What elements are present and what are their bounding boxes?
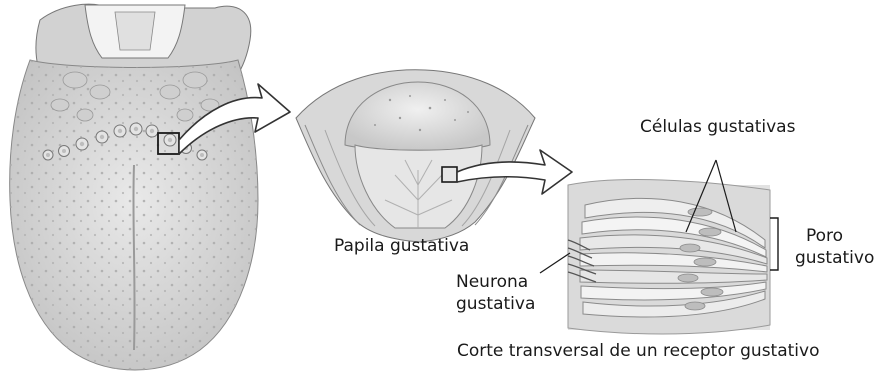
- taste-neuron-label-line1: Neurona: [456, 272, 528, 292]
- taste-neuron-label-line2: gustativa: [456, 294, 535, 314]
- taste-pore-bracket: [770, 218, 778, 270]
- taste-papilla-label: Papila gustativa: [334, 236, 469, 256]
- taste-pore-label-line2: gustativo: [795, 248, 874, 268]
- papilla-illustration: [296, 70, 535, 242]
- taste-bud-section: [568, 180, 778, 334]
- taste-cells-label: Células gustativas: [640, 117, 795, 137]
- median-sulcus: [133, 165, 134, 350]
- figure-caption: Corte transversal de un receptor gustati…: [457, 341, 820, 361]
- taste-pore-label-line1: Poro: [806, 226, 843, 246]
- tongue-illustration: [10, 4, 258, 370]
